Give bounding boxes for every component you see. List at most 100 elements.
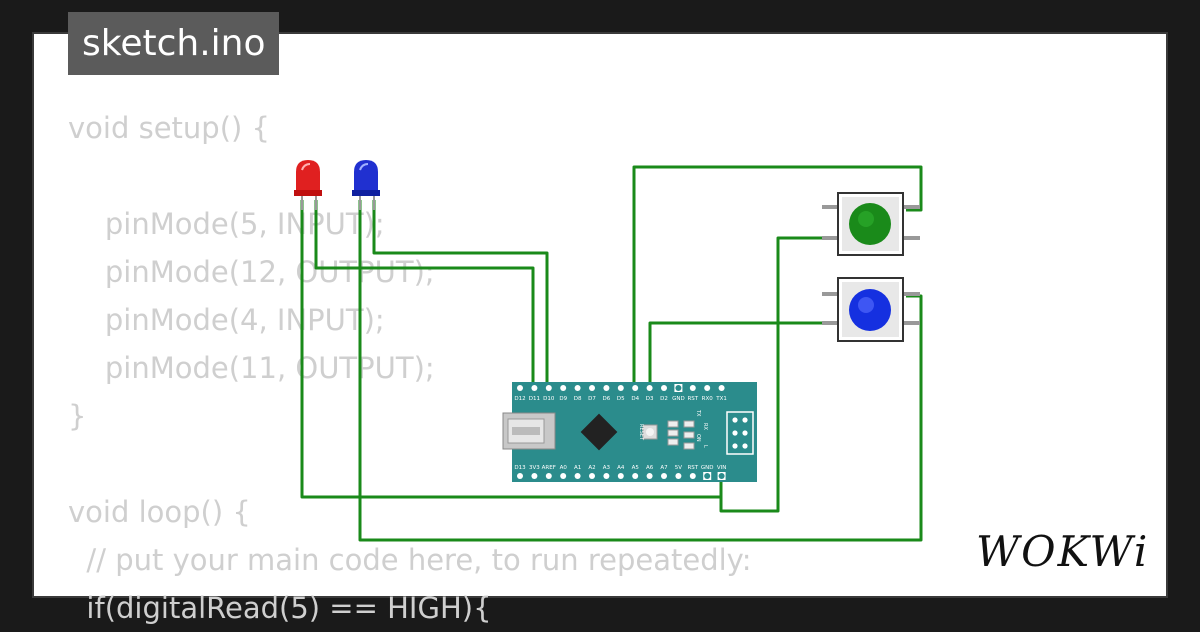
code-line: pinMode(11, OUTPUT); — [68, 351, 435, 385]
pin-label: 5V — [675, 465, 682, 471]
pin-label: RX0 — [702, 396, 714, 402]
pin-d2[interactable] — [661, 385, 667, 391]
reset-label: RESET — [638, 424, 644, 441]
pin-5v[interactable] — [675, 473, 682, 479]
code-line: } — [68, 399, 87, 433]
code-line: void setup() { — [68, 111, 270, 145]
pin-3v3[interactable] — [531, 473, 538, 479]
pin-label: A7 — [660, 465, 668, 471]
wire-red-led-anode — [314, 200, 535, 388]
top-pin-header — [517, 384, 725, 392]
pin-label: A1 — [574, 465, 581, 471]
code-line: pinMode(4, INPUT); — [68, 303, 385, 337]
pin-aref[interactable] — [545, 473, 552, 479]
pin-rst[interactable] — [689, 385, 696, 391]
pin-label: D2 — [660, 396, 668, 402]
wire-green-button-gnd — [719, 236, 836, 513]
pin-a4[interactable] — [617, 473, 624, 479]
pin-d4[interactable] — [632, 385, 639, 391]
code-line: // put your main code here, to run repea… — [68, 543, 752, 577]
pin-gnd[interactable] — [703, 472, 712, 480]
pin-d8[interactable] — [574, 385, 581, 391]
pin-d9[interactable] — [560, 385, 567, 391]
pin-tx1[interactable] — [718, 385, 725, 391]
pin-a7[interactable] — [661, 473, 667, 479]
pin-label: A0 — [560, 465, 568, 471]
pin-label: A2 — [588, 465, 595, 471]
pushbutton-green[interactable] — [822, 192, 920, 256]
pin-label: A5 — [632, 465, 640, 471]
wire-green-button-d5 — [632, 165, 923, 388]
led-blue[interactable] — [352, 160, 380, 210]
pin-label: D9 — [559, 396, 567, 402]
file-tab[interactable]: sketch.ino — [68, 12, 280, 75]
pin-label: VIN — [717, 465, 727, 471]
pin-label: A4 — [617, 465, 625, 471]
pin-a5[interactable] — [632, 473, 639, 479]
led-label: RX — [702, 423, 708, 430]
pin-label: D6 — [603, 396, 611, 402]
code-line: pinMode(12, OUTPUT); — [68, 255, 435, 289]
pin-label: A6 — [646, 465, 654, 471]
pin-gnd[interactable] — [674, 384, 683, 392]
pin-label: D5 — [617, 396, 625, 402]
pin-label: D11 — [529, 396, 540, 402]
pushbutton-blue[interactable] — [822, 277, 920, 342]
pin-d7[interactable] — [589, 385, 595, 391]
pin-d13[interactable] — [517, 473, 523, 479]
pin-label: D4 — [631, 396, 639, 402]
pin-label: GND — [701, 465, 714, 471]
wire-blue-led-cathode — [358, 200, 923, 542]
pin-label: RST — [687, 465, 698, 471]
pin-d3[interactable] — [646, 385, 653, 391]
microcontroller-chip-icon — [580, 413, 618, 451]
pin-label: D3 — [646, 396, 654, 402]
pin-rx0[interactable] — [704, 385, 711, 391]
preview-card: void setup() { pinMode(5, INPUT); pinMod… — [34, 34, 1166, 625]
pin-label: RST — [687, 396, 698, 402]
code-editor[interactable]: void setup() { pinMode(5, INPUT); pinMod… — [68, 104, 752, 632]
wire-blue-led-anode — [372, 200, 549, 388]
pin-a1[interactable] — [574, 473, 581, 479]
pin-label: D8 — [574, 396, 582, 402]
usb-connector-icon — [502, 412, 556, 450]
led-label: TX — [695, 409, 701, 417]
pin-label: A3 — [603, 465, 611, 471]
pin-label: AREF — [542, 465, 556, 471]
pin-label: D12 — [514, 396, 525, 402]
pin-label: TX1 — [715, 396, 727, 402]
code-line: void loop() { — [68, 495, 251, 529]
pin-d10[interactable] — [545, 385, 552, 391]
pin-d5[interactable] — [617, 385, 624, 391]
pin-a0[interactable] — [560, 473, 567, 479]
pin-label: D13 — [514, 465, 526, 471]
led-label: ON — [695, 434, 701, 442]
pin-d11[interactable] — [531, 385, 538, 391]
code-line: pinMode(5, INPUT); — [68, 207, 385, 241]
pin-label: D7 — [588, 396, 596, 402]
led-label: L — [702, 445, 708, 448]
pin-d6[interactable] — [603, 385, 610, 391]
wokwi-logo: WOKWi — [976, 527, 1150, 576]
pin-rst[interactable] — [689, 473, 696, 479]
led-red[interactable] — [294, 160, 322, 210]
pin-label: GND — [672, 396, 685, 402]
pin-a6[interactable] — [646, 473, 653, 479]
pin-vin[interactable] — [717, 472, 726, 480]
wires — [300, 165, 923, 542]
pin-label: D10 — [543, 396, 555, 402]
pin-a3[interactable] — [603, 473, 610, 479]
pin-d12[interactable] — [517, 385, 523, 391]
status-leds — [667, 420, 695, 450]
code-line: if(digitalRead(5) == HIGH){ — [68, 591, 492, 625]
bottom-pin-header — [517, 472, 726, 480]
pin-a2[interactable] — [589, 473, 595, 479]
icsp-header — [726, 411, 754, 455]
wire-blue-button-d4 — [648, 321, 836, 388]
pin-label: 3V3 — [529, 465, 540, 471]
